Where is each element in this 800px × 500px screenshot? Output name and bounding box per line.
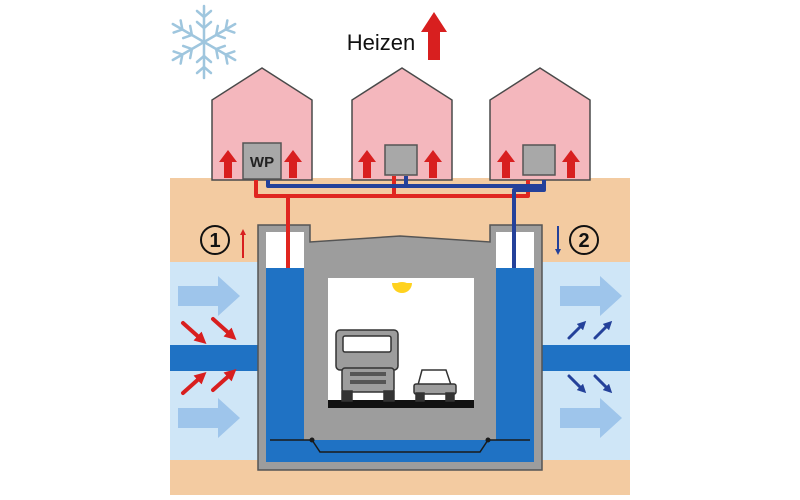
road bbox=[328, 400, 474, 408]
flow-arrow-icon bbox=[178, 398, 240, 438]
heatpump-box-1 bbox=[242, 142, 282, 180]
left-water-shaft bbox=[266, 232, 304, 462]
flow-arrow-icon bbox=[178, 276, 240, 316]
flow-arrow-icon bbox=[560, 398, 622, 438]
heatpump-box-2 bbox=[384, 144, 418, 176]
snowflake-icon bbox=[168, 4, 240, 80]
house-3 bbox=[489, 67, 591, 181]
inflow-water-pipe bbox=[170, 345, 264, 371]
groundwater-flow-arrows bbox=[178, 276, 622, 438]
diagonal-arrow-icon bbox=[181, 371, 207, 395]
tunnel-structure bbox=[257, 224, 543, 471]
car-icon bbox=[413, 369, 457, 402]
up-arrow-icon bbox=[497, 150, 515, 178]
diagonal-arrow-icon bbox=[593, 320, 613, 340]
up-arrow-icon bbox=[424, 150, 442, 178]
marker-1-number: 1 bbox=[209, 230, 220, 252]
marker-1: 1 bbox=[200, 225, 246, 258]
bottom-water-channel bbox=[266, 440, 534, 462]
heat-inflow-arrows bbox=[181, 317, 237, 395]
up-arrow-icon bbox=[219, 150, 237, 178]
diagonal-arrow-icon bbox=[211, 368, 237, 392]
outflow-water-pipe bbox=[536, 345, 630, 371]
diagram-title: Heizen bbox=[347, 30, 415, 55]
truck-icon bbox=[335, 329, 399, 402]
diagonal-arrow-icon bbox=[211, 317, 237, 341]
flow-arrow-icon bbox=[560, 276, 622, 316]
up-arrow-icon bbox=[284, 150, 302, 178]
heatpump-box-3 bbox=[522, 144, 556, 176]
lamp-icon bbox=[392, 282, 412, 293]
diagonal-arrow-icon bbox=[593, 374, 613, 394]
cold-outflow-arrows bbox=[567, 320, 613, 394]
cold-pipe-network bbox=[266, 176, 546, 268]
diagonal-arrow-icon bbox=[181, 321, 207, 345]
diagonal-arrow-icon bbox=[567, 374, 587, 394]
up-arrow-icon bbox=[562, 150, 580, 178]
heat-arrows bbox=[219, 150, 580, 178]
house-2 bbox=[351, 67, 453, 181]
marker-2-number: 2 bbox=[578, 230, 589, 252]
house-1 bbox=[211, 67, 313, 181]
up-arrow-icon bbox=[421, 12, 447, 60]
diagonal-arrow-icon bbox=[567, 320, 587, 340]
marker-2: 2 bbox=[555, 225, 599, 255]
heatpump-label: WP bbox=[250, 154, 274, 171]
up-arrow-icon bbox=[358, 150, 376, 178]
right-water-shaft bbox=[496, 232, 534, 462]
